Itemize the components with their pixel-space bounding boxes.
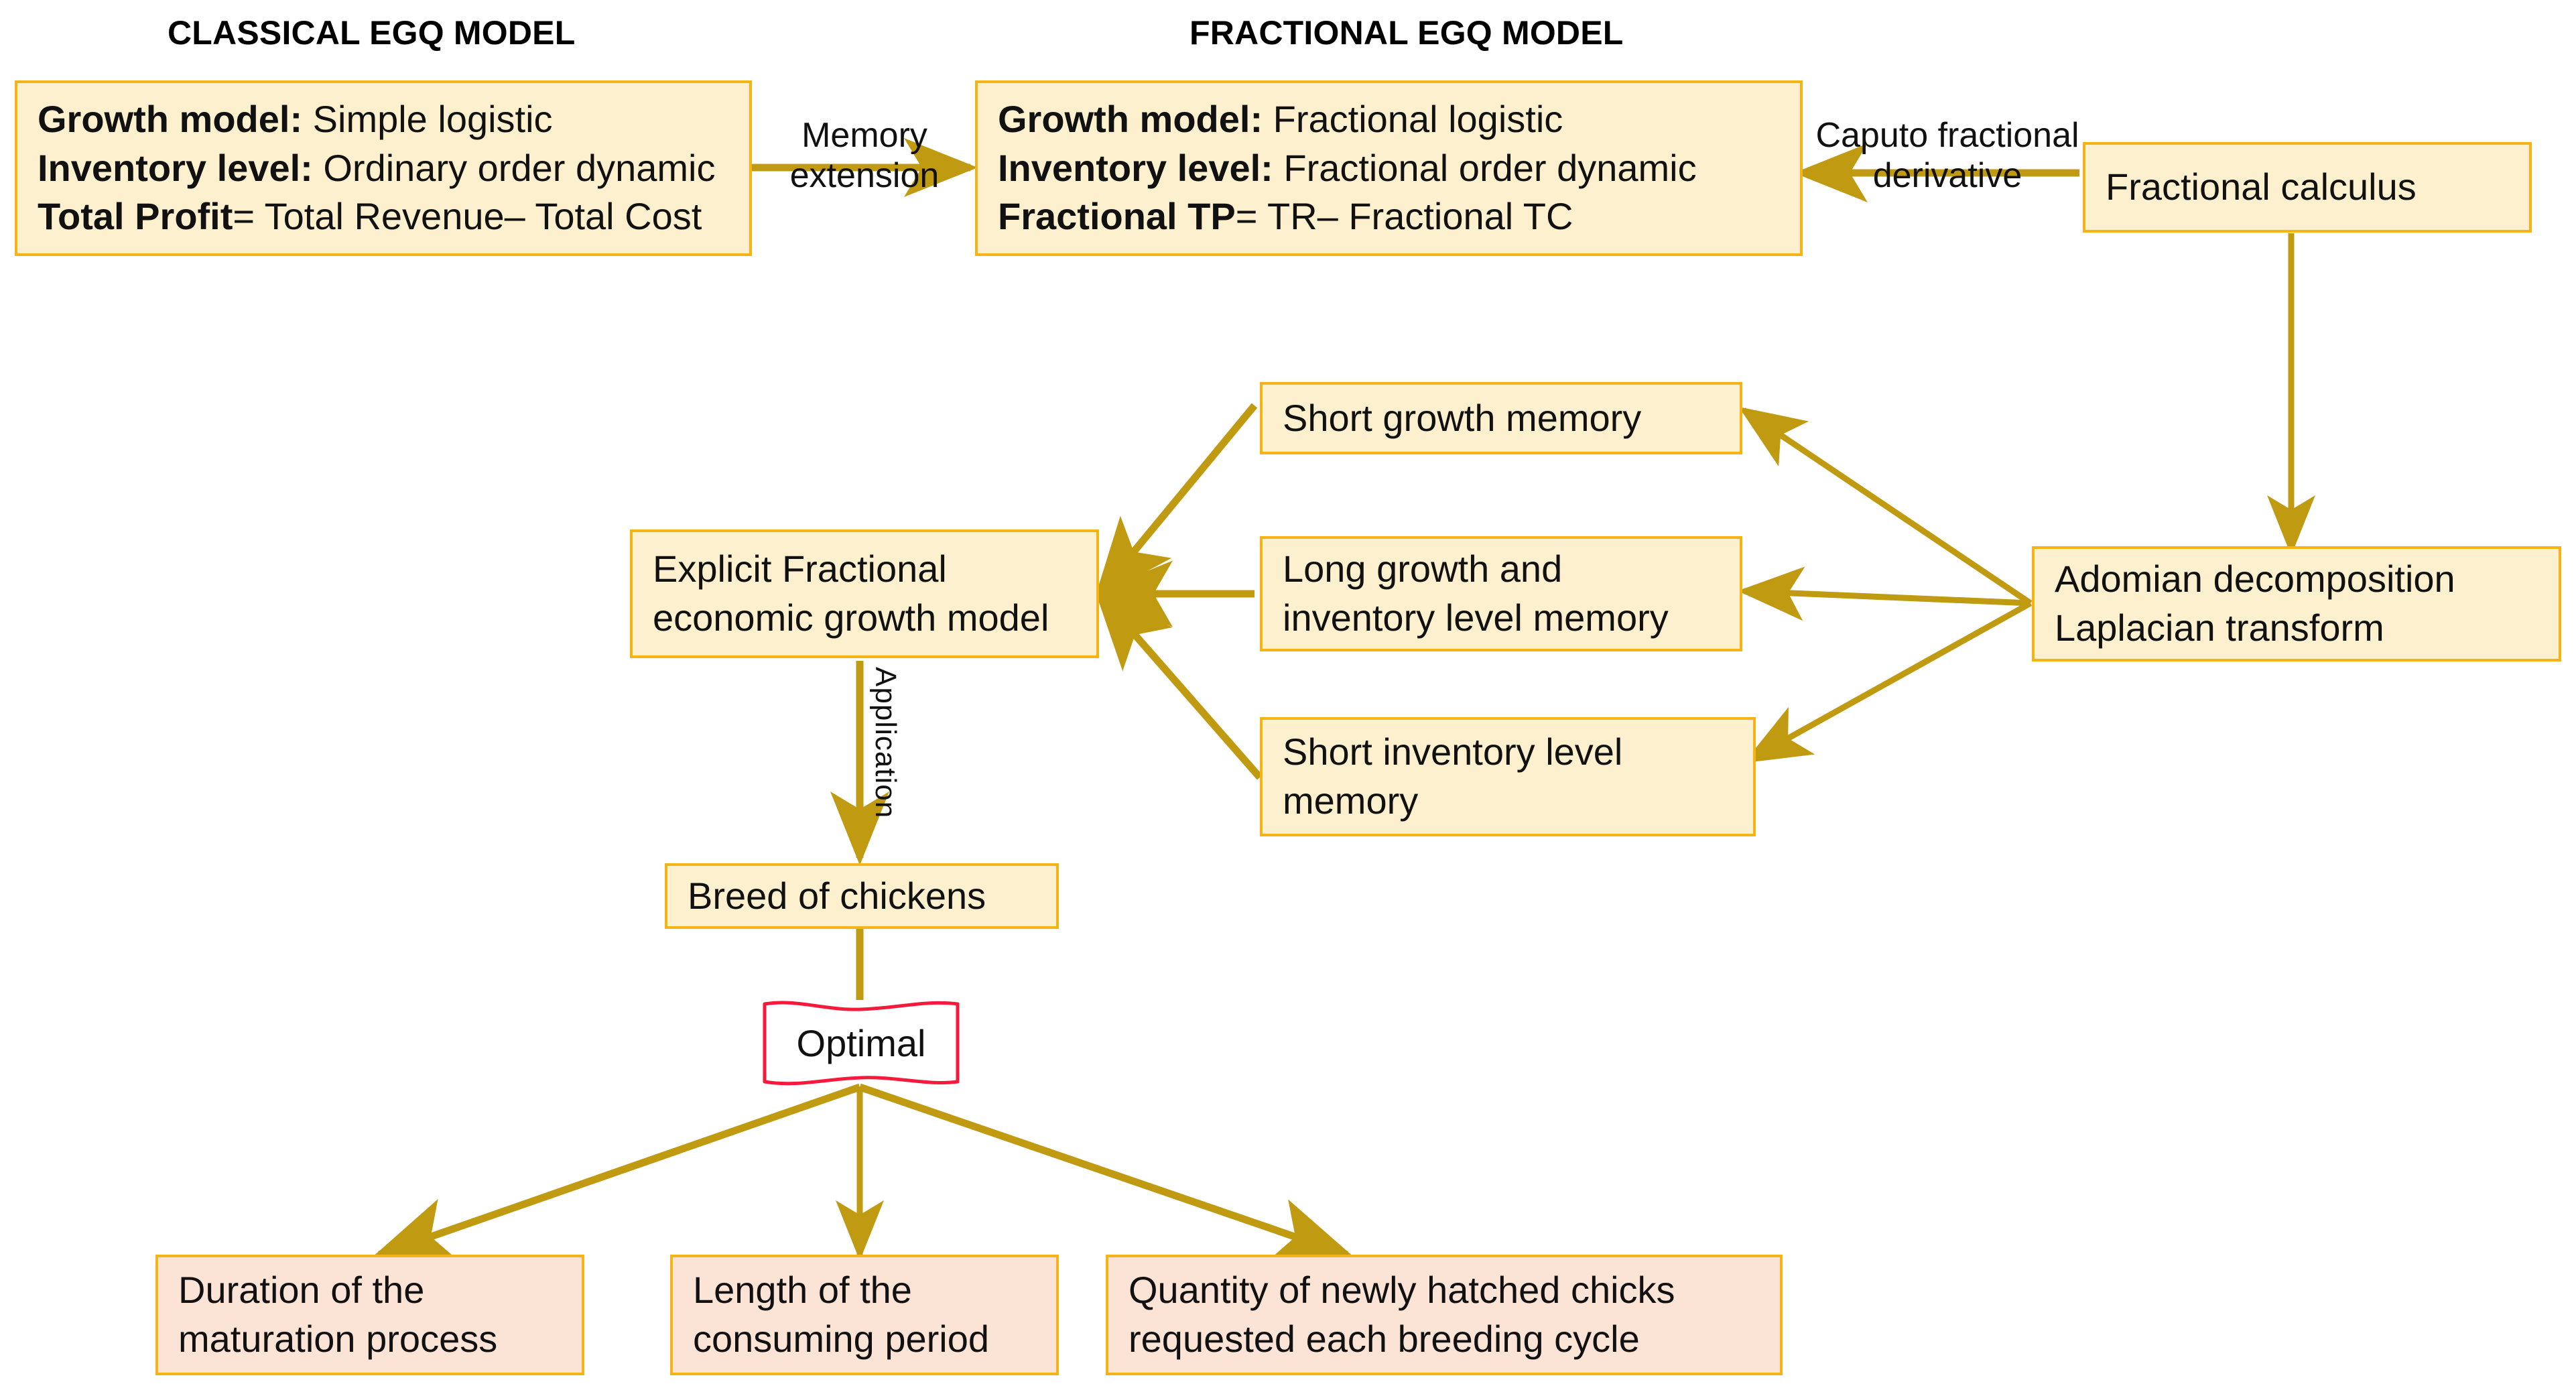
- node-long-growth-inventory-memory: Long growth and inventory level memory: [1260, 536, 1742, 651]
- fractional-growth-model-value: Fractional logistic: [1263, 97, 1563, 140]
- short-growth-memory-label: Short growth memory: [1283, 396, 1642, 439]
- node-outcome-consuming-period: Length of the consuming period: [670, 1255, 1059, 1375]
- classical-row-inventory-level: Inventory level: Ordinary order dynamic: [38, 144, 729, 193]
- explicit-model-line1: Explicit Fractional: [653, 548, 947, 590]
- classical-inventory-level-value: Ordinary order dynamic: [312, 146, 716, 189]
- long-growth-memory-line2: inventory level memory: [1283, 596, 1669, 639]
- outcome2-line1: Length of the: [693, 1269, 912, 1312]
- classical-total-profit-label: Total Profit: [38, 195, 233, 238]
- fractional-tp-value: = TR– Fractional TC: [1235, 195, 1573, 238]
- breed-of-chickens-label: Breed of chickens: [688, 874, 986, 917]
- classical-row-total-profit: Total Profit= Total Revenue– Total Cost: [38, 192, 729, 241]
- node-breed-of-chickens: Breed of chickens: [665, 863, 1059, 929]
- adomian-line1: Adomian decomposition: [2055, 558, 2455, 601]
- node-outcome-newly-hatched-chicks: Quantity of newly hatched chicks request…: [1106, 1255, 1783, 1375]
- node-short-growth-memory: Short growth memory: [1260, 382, 1742, 454]
- classical-total-profit-value: = Total Revenue– Total Cost: [233, 195, 702, 238]
- node-fractional-calculus: Fractional calculus: [2083, 142, 2532, 233]
- fractional-calculus-label: Fractional calculus: [2106, 166, 2417, 208]
- long-growth-memory-line1: Long growth and: [1283, 548, 1563, 590]
- outcome1-line2: maturation process: [178, 1318, 498, 1360]
- outcome1-line1: Duration of the: [178, 1269, 425, 1312]
- optimal-wavy-border: [763, 1001, 960, 1086]
- node-optimal: Optimal: [761, 997, 962, 1088]
- edge-short-growth-to-explicit: [1094, 403, 1258, 600]
- label-memory-extension: Memory extension: [789, 116, 940, 196]
- node-classical-egq-model: Growth model: Simple logistic Inventory …: [15, 80, 752, 256]
- classical-row-growth-model: Growth model: Simple logistic: [38, 95, 729, 144]
- fractional-row-inventory-level: Inventory level: Fractional order dynami…: [998, 144, 1780, 193]
- fractional-row-growth-model: Growth model: Fractional logistic: [998, 95, 1780, 144]
- edge-short-inventory-to-explicit: [1094, 588, 1263, 780]
- label-application: Application: [869, 667, 903, 819]
- classical-inventory-level-label: Inventory level:: [38, 146, 313, 189]
- edge-optimal-to-outcome1: [372, 1083, 861, 1262]
- adomian-line2: Laplacian transform: [2055, 607, 2384, 649]
- node-explicit-fractional-economic-growth-model: Explicit Fractional economic growth mode…: [630, 529, 1099, 658]
- node-fractional-egq-model: Growth model: Fractional logistic Invent…: [975, 80, 1803, 256]
- node-adomian-decomposition-laplacian-transform: Adomian decomposition Laplacian transfor…: [2032, 546, 2561, 661]
- short-inventory-memory-line1: Short inventory level: [1283, 731, 1623, 773]
- outcome3-line1: Quantity of newly hatched chicks: [1129, 1269, 1675, 1312]
- fractional-growth-model-label: Growth model:: [998, 97, 1263, 140]
- classical-growth-model-label: Growth model:: [38, 97, 303, 140]
- edge-adomian-to-short-growth: [1738, 406, 2033, 606]
- explicit-model-line2: economic growth model: [653, 596, 1049, 639]
- outcome3-line2: requested each breeding cycle: [1129, 1318, 1640, 1360]
- node-outcome-maturation-duration: Duration of the maturation process: [155, 1255, 584, 1375]
- heading-classical-egq-model: CLASSICAL EGQ MODEL: [168, 14, 576, 52]
- fractional-inventory-level-value: Fractional order dynamic: [1273, 146, 1697, 189]
- fractional-inventory-level-label: Inventory level:: [998, 146, 1273, 189]
- short-inventory-memory-line2: memory: [1283, 779, 1419, 822]
- heading-fractional-egq-model: FRACTIONAL EGQ MODEL: [1189, 14, 1624, 52]
- node-short-inventory-level-memory: Short inventory level memory: [1260, 717, 1756, 836]
- fractional-row-total-profit: Fractional TP= TR– Fractional TC: [998, 192, 1780, 241]
- label-caputo-fractional-derivative: Caputo fractional derivative: [1815, 116, 2079, 196]
- classical-growth-model-value: Simple logistic: [302, 97, 553, 140]
- outcome2-line2: consuming period: [693, 1318, 990, 1360]
- edge-adomian-to-long-growth: [1738, 566, 2031, 621]
- fractional-tp-label: Fractional TP: [998, 195, 1236, 238]
- optimal-label: Optimal: [796, 1021, 926, 1064]
- edge-adomian-to-short-inventory: [1744, 601, 2033, 763]
- edge-optimal-to-outcome3: [858, 1083, 1354, 1263]
